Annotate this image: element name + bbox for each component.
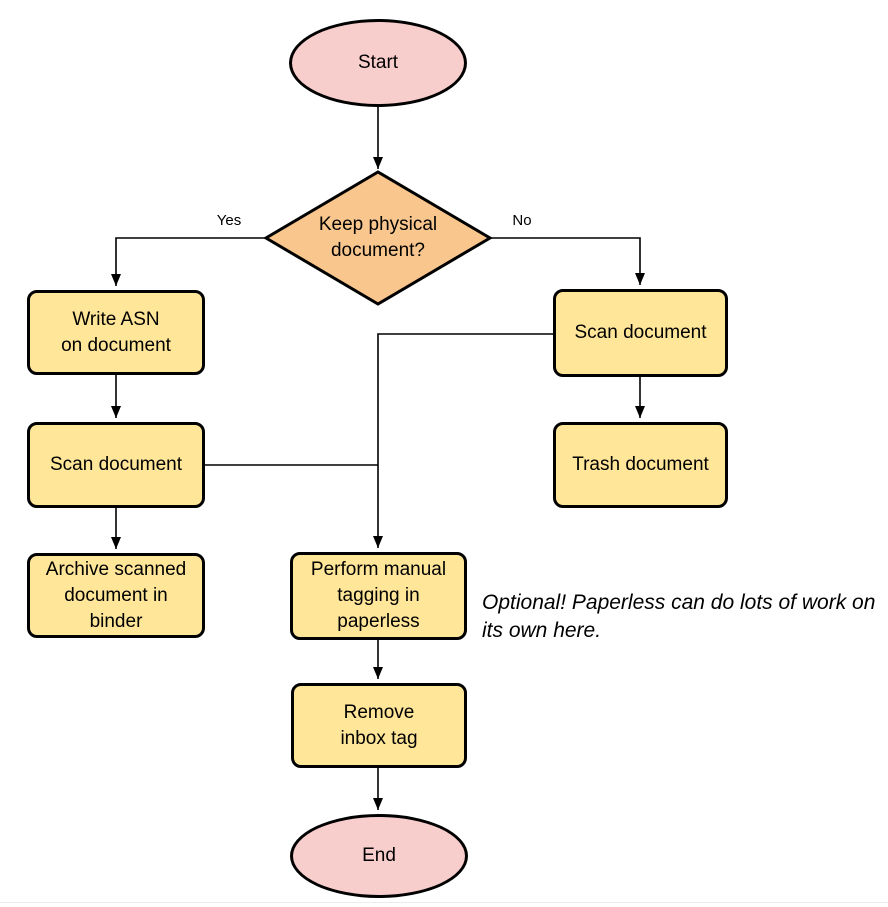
node-archive-binder-label: Archive scanned document in binder [45, 558, 187, 632]
edge-decision-no-to-scan-right [490, 237, 645, 285]
node-manual-tagging: Perform manual tagging in paperless [290, 552, 467, 640]
node-end: End [290, 814, 468, 898]
edge-scan-right-to-tagging [373, 333, 553, 548]
bottom-divider [0, 902, 888, 903]
node-write-asn-label: Write ASN on document [61, 308, 171, 356]
edge-label-yes: Yes [200, 212, 258, 230]
node-trash-document: Trash document [553, 422, 728, 508]
node-manual-tagging-label: Perform manual tagging in paperless [310, 559, 447, 632]
node-scan-document-right: Scan document [553, 289, 728, 377]
node-remove-inbox-tag: Remove inbox tag [291, 683, 467, 768]
node-end-label: End [362, 845, 396, 866]
node-scan-document-left: Scan document [27, 422, 205, 508]
node-decision-label: Keep physical document? [318, 214, 438, 261]
edge-decision-yes-to-write-asn [111, 237, 266, 286]
node-write-asn: Write ASN on document [27, 290, 205, 375]
decision-diamond [263, 170, 493, 306]
node-archive-binder: Archive scanned document in binder [27, 553, 205, 638]
node-remove-inbox-tag-label: Remove inbox tag [340, 701, 418, 749]
annotation-note: Optional! Paperless can do lots of work … [482, 591, 876, 642]
node-start: Start [289, 19, 467, 107]
node-trash-document-label: Trash document [572, 454, 709, 475]
node-scan-document-left-label: Scan document [49, 454, 183, 475]
edge-label-no: No [495, 212, 549, 230]
node-scan-document-right-label: Scan document [574, 322, 707, 343]
node-start-label: Start [357, 52, 399, 73]
